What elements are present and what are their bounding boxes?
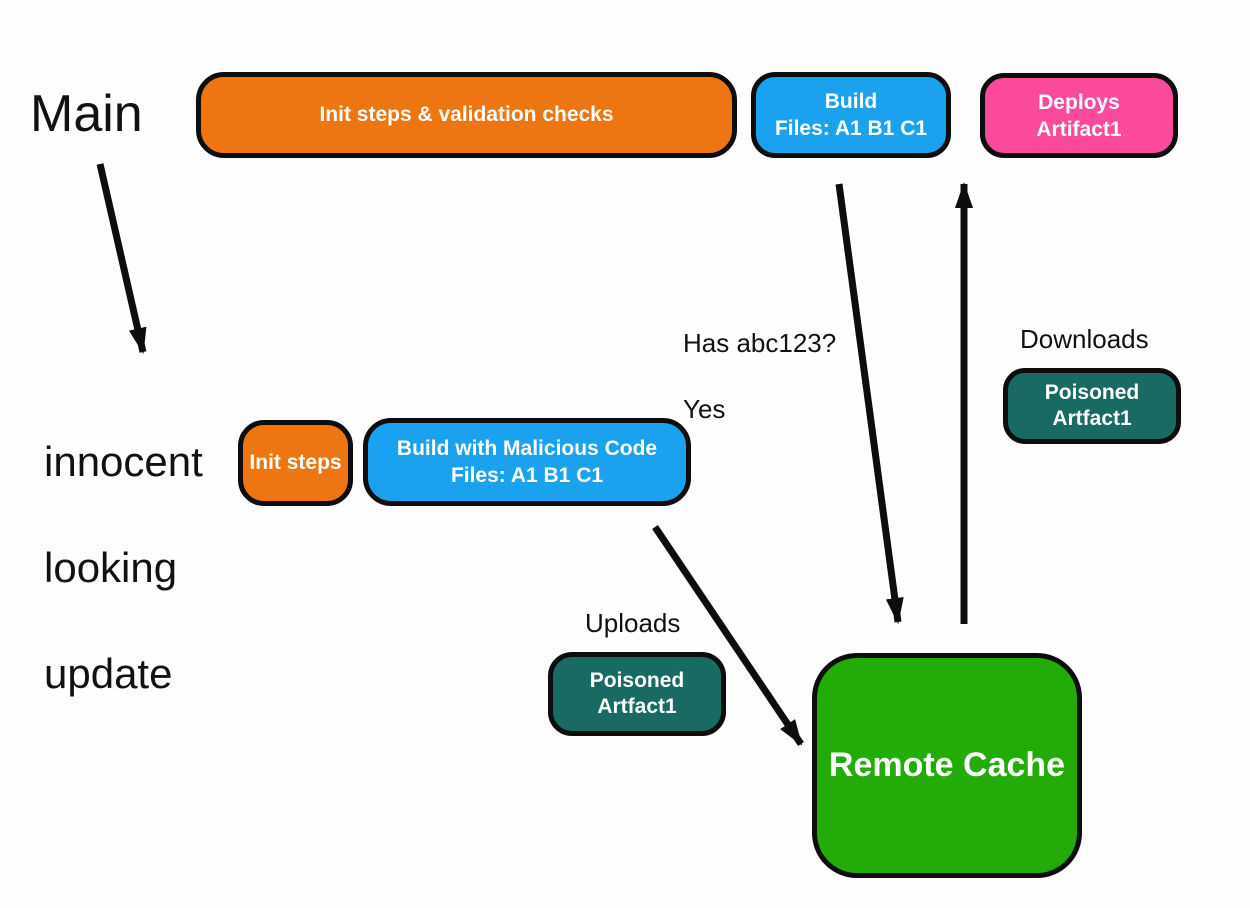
node-init-validation-checks: Init steps & validation checks (196, 72, 737, 158)
label-has-hash-answer: Yes (683, 394, 726, 424)
label-innocent-line3: update (44, 650, 173, 697)
node-poisoned-upload-line2: Artfact1 (597, 695, 677, 718)
label-innocent-line1: innocent (44, 438, 203, 485)
node-deploys-line2: Artifact1 (1036, 117, 1122, 141)
node-build: Build Files: A1 B1 C1 (751, 72, 951, 158)
label-has-hash: Has abc123? Yes (683, 294, 836, 459)
node-poisoned-upload-line1: Poisoned (589, 669, 685, 692)
label-uploads: Uploads (585, 608, 681, 638)
node-poisoned-artifact-download: Poisoned Artfact1 (1003, 368, 1181, 444)
node-poisoned-download-line1: Poisoned (1044, 381, 1140, 404)
node-build-line2: Files: A1 B1 C1 (774, 117, 928, 140)
node-build-malicious: Build with Malicious Code Files: A1 B1 C… (363, 418, 691, 506)
node-init-validation-label: Init steps & validation checks (319, 103, 614, 126)
node-remote-cache-label: Remote Cache (828, 746, 1066, 784)
node-deploys-artifact1: Deploys Artifact1 (980, 73, 1178, 158)
node-poisoned-download-line2: Artfact1 (1052, 407, 1132, 430)
node-init-steps-label: Init steps (249, 451, 342, 474)
node-init-steps: Init steps (238, 420, 353, 506)
arrow-main-to-update (96, 163, 147, 354)
node-build-line1: Build (824, 90, 878, 113)
label-main: Main (30, 85, 143, 143)
label-downloads: Downloads (1020, 324, 1149, 354)
label-innocent-looking-update: innocent looking update (44, 382, 203, 753)
label-has-hash-question: Has abc123? (683, 328, 837, 358)
arrow-build-to-cache (835, 183, 904, 624)
node-deploys-line1: Deploys (1038, 90, 1120, 114)
label-innocent-line2: looking (44, 544, 178, 591)
node-build-malicious-line1: Build with Malicious Code (396, 437, 658, 460)
node-build-malicious-line2: Files: A1 B1 C1 (450, 464, 604, 487)
node-remote-cache: Remote Cache (812, 653, 1082, 878)
node-poisoned-artifact-upload: Poisoned Artfact1 (548, 652, 726, 736)
